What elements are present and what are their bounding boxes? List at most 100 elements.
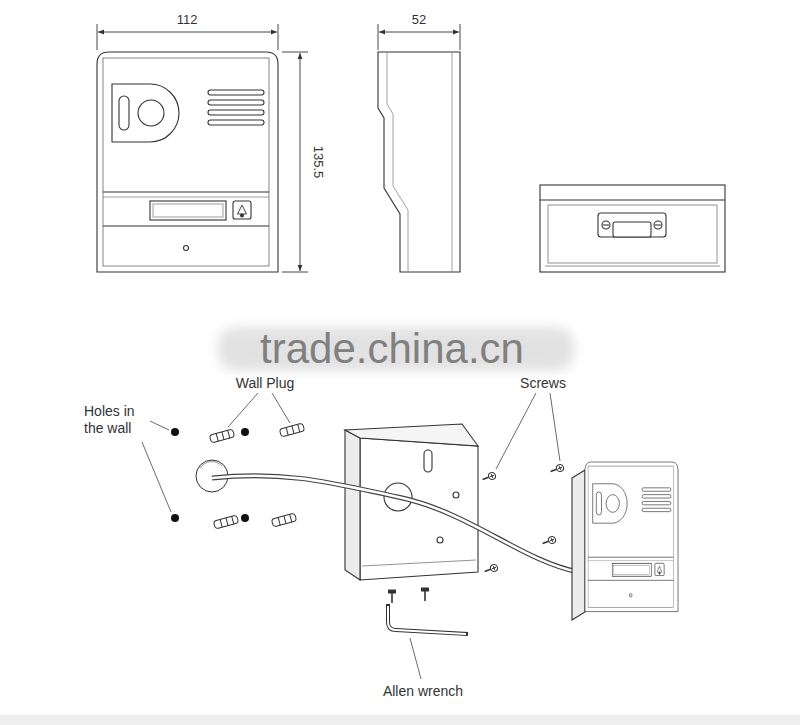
part-label: Screws: [520, 375, 566, 392]
wall-plugs: [226, 518, 228, 526]
front-view: [103, 58, 269, 266]
screws: [490, 564, 499, 573]
screws: [481, 472, 496, 483]
screws: [559, 466, 560, 470]
screws: [424, 591, 426, 601]
bottom-view: [655, 224, 661, 225]
bottom-band: [0, 715, 800, 725]
screws: [389, 590, 396, 603]
side-view: [452, 52, 453, 272]
front-panel: [572, 462, 678, 620]
dimension-depth: 52: [412, 12, 426, 28]
side-view: [378, 52, 460, 272]
dimension-lines: [278, 24, 279, 50]
screws: [422, 588, 429, 601]
side-view: [387, 52, 408, 272]
dimension-lines: [378, 24, 379, 50]
bottom-view: [613, 222, 651, 237]
wall-plugs: [220, 519, 222, 527]
front-view: [233, 201, 251, 219]
bottom-view: [545, 266, 720, 267]
leader-lines: [550, 393, 560, 461]
front-view: [153, 204, 223, 217]
screws: [391, 593, 393, 603]
wall-plugs: [292, 426, 294, 434]
allen-wrench: [388, 606, 466, 634]
leader-lines: [272, 393, 290, 423]
front-panel: [585, 462, 678, 612]
dimension-lines: [98, 32, 277, 33]
wall-plugs: [228, 430, 230, 438]
front-view: [150, 201, 226, 220]
wall-plugs: [271, 513, 296, 527]
wall-plugs: [213, 515, 238, 529]
cable: [212, 476, 578, 572]
screws: [422, 588, 429, 591]
dimension-width: 112: [177, 12, 198, 28]
front-view: [241, 214, 244, 217]
bottom-view: [602, 221, 610, 229]
back-box: [437, 537, 443, 543]
front-panel: [572, 470, 585, 620]
cable: [212, 476, 578, 572]
front-view: [208, 120, 264, 125]
screws: [551, 538, 552, 542]
front-view: [208, 90, 264, 95]
part-label: Holes in the wall: [84, 403, 146, 437]
back-box: [362, 560, 476, 566]
wall-plugs: [286, 427, 288, 435]
leader-lines: [496, 393, 536, 469]
back-box: [360, 438, 478, 580]
screws: [548, 536, 557, 545]
front-view: [138, 100, 164, 126]
screws: [493, 566, 494, 570]
screws: [488, 472, 497, 481]
wall-holes: [171, 514, 179, 522]
back-box: [424, 450, 432, 472]
back-box: [345, 424, 478, 446]
screws: [549, 464, 564, 475]
wall-plugs: [222, 432, 224, 440]
wall-plugs: [271, 513, 296, 527]
cable-hole: [200, 462, 222, 468]
bottom-view: [548, 205, 717, 263]
leader-lines: [410, 638, 421, 679]
back-box: [345, 430, 360, 580]
front-view: [208, 100, 264, 105]
front-view: [103, 225, 269, 226]
wall-plugs: [284, 516, 286, 524]
front-view: [97, 52, 278, 272]
bottom-view: [654, 221, 662, 229]
bottom-view: [603, 224, 609, 225]
wall-holes: [241, 428, 249, 436]
wall-plugs: [216, 433, 218, 441]
bottom-view: [598, 213, 666, 237]
dimension-lines: [379, 32, 459, 33]
screws: [556, 464, 565, 473]
wall-plugs: [213, 515, 238, 529]
front-view: [119, 96, 129, 130]
screws: [491, 474, 492, 478]
wall-plugs: [232, 516, 234, 524]
allen-wrench: [388, 606, 466, 634]
front-view: [238, 205, 247, 214]
bottom-view: [540, 185, 725, 272]
wall-holes: [171, 428, 179, 436]
dimension-lines: [97, 24, 460, 272]
part-label: Allen wrench: [383, 683, 463, 700]
wall-plugs: [209, 429, 234, 443]
allen-wrench: [388, 606, 466, 634]
watermark: trade.china.cn: [260, 324, 524, 374]
back-box: [453, 492, 459, 498]
bottom-view: [540, 199, 725, 200]
leader-lines: [150, 421, 169, 430]
dimension-lines: [282, 272, 308, 273]
side-view: [378, 52, 460, 272]
dimension-height: 135.5: [310, 146, 326, 179]
cable: [212, 476, 578, 572]
leader-lines: [228, 393, 258, 427]
leader-lines: [142, 442, 171, 512]
screws: [389, 590, 396, 593]
dimension-lines: [97, 24, 98, 50]
